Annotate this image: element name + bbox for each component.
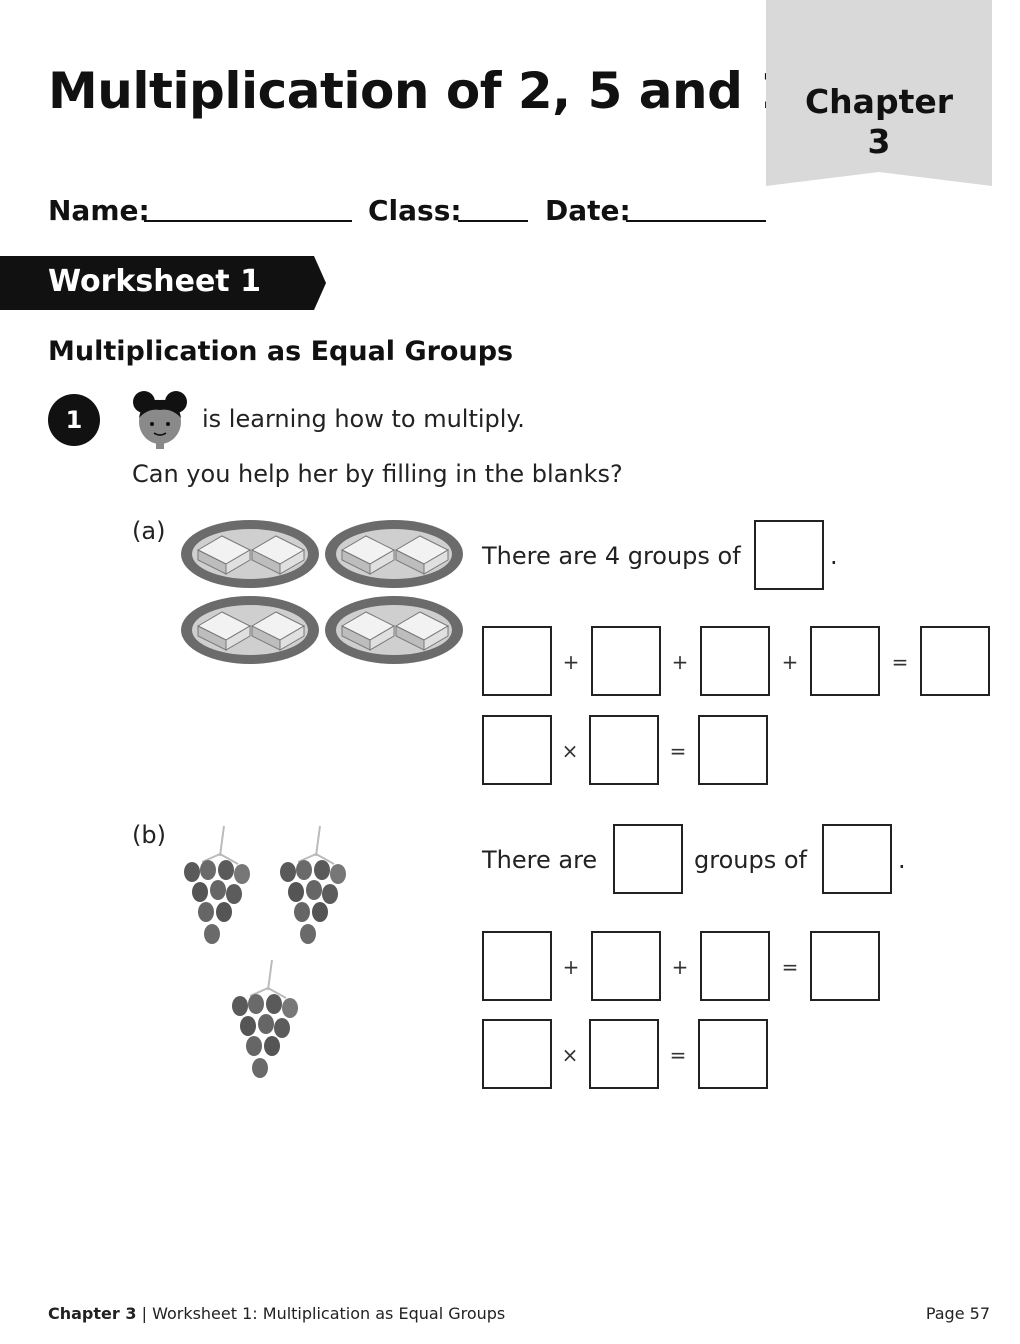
plus-sign: + bbox=[562, 955, 580, 979]
footer-chapter: Chapter 3 bbox=[48, 1304, 137, 1323]
chapter-number: 3 bbox=[867, 122, 891, 161]
page-number: Page 57 bbox=[925, 1304, 990, 1323]
part-a-addend-box[interactable] bbox=[810, 626, 880, 696]
times-sign: × bbox=[561, 739, 579, 763]
part-b-sentence-end: . bbox=[898, 846, 906, 874]
chapter-banner: Chapter 3 bbox=[766, 0, 992, 186]
date-line[interactable] bbox=[626, 220, 766, 222]
part-a-addend-box[interactable] bbox=[591, 626, 661, 696]
part-b-addend-box[interactable] bbox=[700, 931, 770, 1001]
plus-sign: + bbox=[671, 650, 689, 674]
plus-sign: + bbox=[671, 955, 689, 979]
part-a-factor-box[interactable] bbox=[482, 715, 552, 785]
equals-sign: = bbox=[781, 955, 799, 979]
name-line[interactable] bbox=[144, 220, 352, 222]
plus-sign: + bbox=[781, 650, 799, 674]
footer-worksheet-title: Worksheet 1: Multiplication as Equal Gro… bbox=[152, 1304, 506, 1323]
name-label: Name: bbox=[48, 194, 150, 227]
part-a-sum-box[interactable] bbox=[920, 626, 990, 696]
part-a-addend-box[interactable] bbox=[700, 626, 770, 696]
part-b-group-size-box[interactable] bbox=[822, 824, 892, 894]
equals-sign: = bbox=[891, 650, 909, 674]
page-title: Multiplication of 2, 5 and 10 bbox=[48, 62, 828, 120]
part-a-addend-box[interactable] bbox=[482, 626, 552, 696]
part-b-factor-box[interactable] bbox=[482, 1019, 552, 1089]
chapter-label: Chapter 3 bbox=[766, 82, 992, 162]
part-a-sentence-end: . bbox=[830, 542, 838, 570]
part-b-number-of-groups-box[interactable] bbox=[613, 824, 683, 894]
part-b-addend-box[interactable] bbox=[482, 931, 552, 1001]
part-a-label: (a) bbox=[132, 517, 166, 545]
question-prompt: Can you help her by filling in the blank… bbox=[132, 460, 623, 488]
plus-sign: + bbox=[562, 650, 580, 674]
chapter-banner-shape bbox=[766, 0, 992, 186]
part-b-sum-box[interactable] bbox=[810, 931, 880, 1001]
part-b-label: (b) bbox=[132, 821, 166, 849]
class-line[interactable] bbox=[458, 220, 528, 222]
part-b-sentence-mid: groups of bbox=[694, 846, 807, 874]
equals-sign: = bbox=[669, 1043, 687, 1067]
grape-bunches-image bbox=[178, 824, 378, 1090]
times-sign: × bbox=[561, 1043, 579, 1067]
part-a-factor-box[interactable] bbox=[589, 715, 659, 785]
question-number: 1 bbox=[48, 394, 100, 446]
part-a-product-box[interactable] bbox=[698, 715, 768, 785]
plates-of-cakes-image bbox=[180, 516, 470, 672]
footer-caption: Chapter 3 | Worksheet 1: Multiplication … bbox=[48, 1304, 505, 1323]
girl-icon bbox=[132, 388, 190, 454]
part-a-group-size-box[interactable] bbox=[754, 520, 824, 590]
footer-separator: | bbox=[141, 1304, 147, 1323]
worksheet-label: Worksheet 1 bbox=[48, 264, 261, 299]
worksheet-banner-shape bbox=[0, 256, 326, 310]
part-b-addend-box[interactable] bbox=[591, 931, 661, 1001]
part-a-sentence-start: There are 4 groups of bbox=[482, 542, 741, 570]
date-label: Date: bbox=[545, 194, 631, 227]
chapter-word: Chapter bbox=[804, 82, 954, 121]
worksheet-banner: Worksheet 1 bbox=[0, 256, 330, 310]
part-b-factor-box[interactable] bbox=[589, 1019, 659, 1089]
part-b-sentence-start: There are bbox=[482, 846, 598, 874]
part-b-product-box[interactable] bbox=[698, 1019, 768, 1089]
question-intro: is learning how to multiply. bbox=[202, 405, 525, 433]
section-title: Multiplication as Equal Groups bbox=[48, 336, 514, 367]
equals-sign: = bbox=[669, 739, 687, 763]
class-label: Class: bbox=[368, 194, 462, 227]
